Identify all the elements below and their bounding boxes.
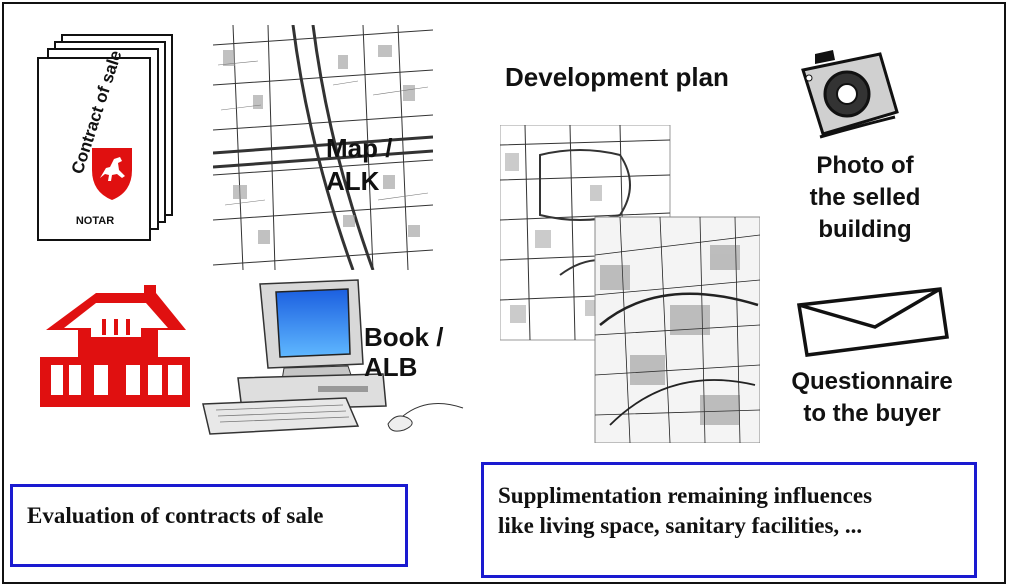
development-plan-title: Development plan <box>505 62 729 92</box>
map-label-line2: ALK <box>326 166 380 196</box>
envelope-icon <box>796 287 949 357</box>
map-alk-label: Map / ALK <box>326 132 416 198</box>
contract-document-stack: Contract of sale NOTAR <box>37 34 173 241</box>
monitor-screen <box>275 288 351 358</box>
supplementation-line2: like living space, sanitary facilities, … <box>498 513 863 538</box>
horse-icon <box>100 157 125 181</box>
questionnaire-label: Questionnaire to the buyer <box>772 366 972 430</box>
questionnaire-label-line1: Questionnaire <box>791 368 953 395</box>
book-alb-label: Book / ALB <box>364 322 444 382</box>
questionnaire-label-line2: to the buyer <box>803 400 941 427</box>
photo-label-line2: the selled <box>809 184 921 211</box>
book-label-line2: ALB <box>364 352 418 382</box>
supplementation-line1: Supplimentation remaining influences <box>498 483 873 508</box>
house-icon <box>40 285 190 407</box>
photo-label: Photo of the selled building <box>790 150 940 246</box>
map-label-line1: Map / <box>326 133 393 163</box>
development-plan-images <box>500 125 760 443</box>
contract-notar: NOTAR <box>76 215 114 227</box>
photo-label-line3: building <box>818 216 912 243</box>
photo-label-line1: Photo of <box>816 152 914 179</box>
evaluation-text: Evaluation of contracts of sale <box>27 503 324 528</box>
computer-icon <box>202 279 464 435</box>
book-label-line1: Book / <box>364 322 444 352</box>
cadastral-map-image <box>213 25 433 270</box>
camera-icon <box>801 50 899 139</box>
evaluation-box: Evaluation of contracts of sale <box>10 484 408 567</box>
supplementation-box: Supplimentation remaining influences lik… <box>481 462 977 578</box>
